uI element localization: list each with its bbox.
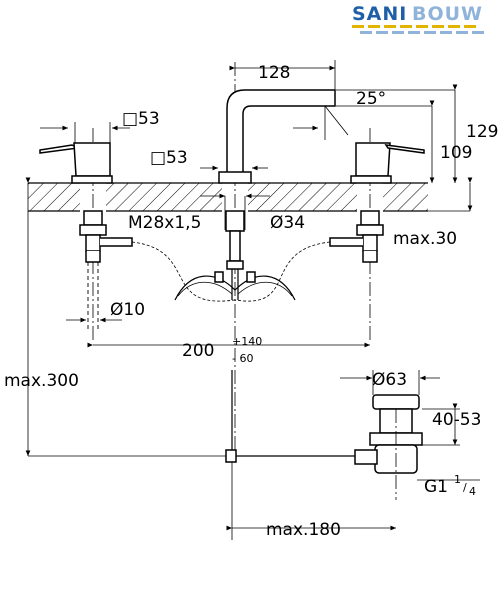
dim-spout-reach: 128 <box>258 63 290 83</box>
dim-waste-range: 40-53 <box>432 410 481 430</box>
dim-max-projection: max.180 <box>266 520 341 540</box>
dim-waste-diameter: Ø63 <box>372 370 407 390</box>
dim-thread-den: 4 <box>469 485 476 498</box>
logo-brick-stripes <box>352 25 484 34</box>
dim-total-height: 129 <box>466 122 498 142</box>
dim-centers-plus: +140 <box>232 335 262 348</box>
dim-handle-square: □53 <box>122 109 160 129</box>
dim-hose-diameter: Ø10 <box>110 300 145 320</box>
dim-centers-base: 200 <box>182 341 214 361</box>
countertop-section <box>28 182 428 212</box>
brand-logo: SANI BOUW <box>352 3 484 34</box>
logo-word-sani: SANI <box>352 3 407 25</box>
dim-spout-base-square: □53 <box>150 148 188 168</box>
dimension-labels: 128 25° 129 109 □53 □53 M28x1,5 Ø34 max.… <box>4 63 498 540</box>
dim-deck-thickness: max.30 <box>393 229 457 249</box>
waste-assembly <box>354 394 423 500</box>
dim-thread-g: G1 <box>424 477 448 497</box>
popup-rod <box>225 370 360 463</box>
dimension-lines <box>25 60 480 540</box>
spout <box>218 89 336 300</box>
dim-thread-slash: / <box>463 481 467 494</box>
dim-waste-thread: G1 1 / 4 <box>424 473 476 498</box>
dim-centers-minus: - 60 <box>232 352 253 365</box>
dim-thread: M28x1,5 <box>128 213 201 233</box>
left-handle <box>39 142 133 330</box>
supply-hoses <box>131 241 331 302</box>
dim-spout-angle: 25° <box>356 89 386 109</box>
dim-max-depth: max.300 <box>4 371 79 391</box>
dim-aerator-height: 109 <box>440 143 472 163</box>
right-handle <box>329 142 425 263</box>
dim-hole-diameter: Ø34 <box>270 213 305 233</box>
logo-word-bouw: BOUW <box>412 3 483 25</box>
dim-thread-num: 1 <box>454 473 461 486</box>
